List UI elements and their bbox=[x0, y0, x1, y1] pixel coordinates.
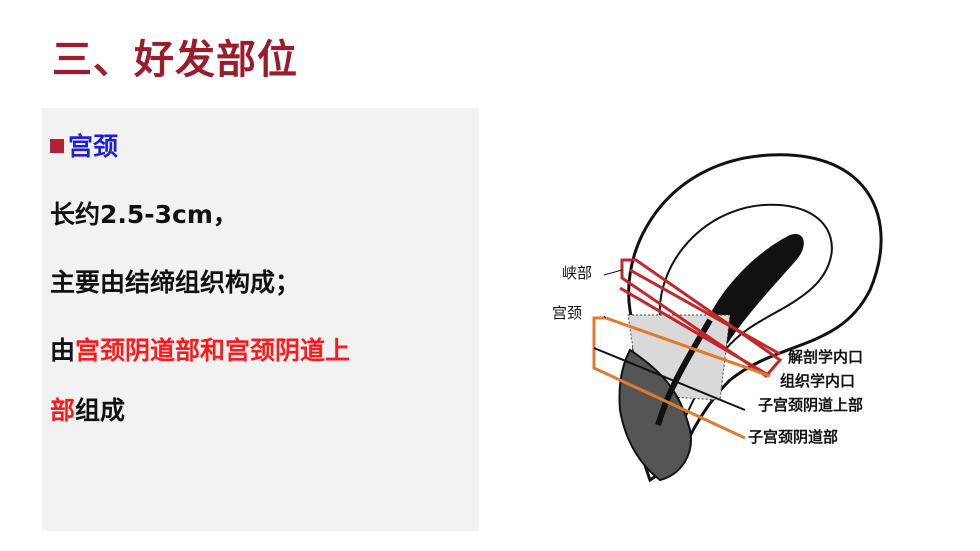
cervix-label: 宫颈 bbox=[552, 304, 582, 322]
slide-title: 三、好发部位 bbox=[52, 37, 298, 83]
cervical-canal bbox=[655, 318, 713, 426]
parts-prefix: 由 bbox=[50, 336, 76, 365]
section-heading: 宫颈 bbox=[50, 130, 118, 164]
isthmus-label: 峡部 bbox=[562, 264, 592, 282]
cervix-box bbox=[592, 316, 746, 440]
heading-text: 宫颈 bbox=[68, 132, 119, 161]
composition-text: 主要由结缔组织构成； bbox=[50, 268, 301, 297]
text-panel bbox=[42, 108, 479, 531]
parts-text-line1: 由宫颈阴道部和宫颈阴道上 bbox=[50, 334, 350, 368]
uterus-diagram: 峡部 宫颈 解剖学内口 组织学内口 子宫颈阴道上部 子宫颈阴道部 bbox=[552, 153, 883, 483]
uterus-outline bbox=[627, 153, 883, 483]
isthmus-box bbox=[620, 258, 783, 378]
supravaginal-label: 子宫颈阴道上部 bbox=[758, 396, 863, 414]
histological-os-label: 组织学内口 bbox=[780, 372, 855, 390]
anatomical-os-label: 解剖学内口 bbox=[788, 348, 863, 366]
parts-highlight-end: 部 bbox=[50, 396, 76, 425]
anatomical-os-line bbox=[629, 268, 781, 356]
parts-highlight: 宫颈阴道部和宫颈阴道上 bbox=[75, 336, 351, 365]
cervix-top-line bbox=[605, 316, 771, 378]
parts-text-line2: 部组成 bbox=[50, 394, 125, 428]
bullet-square-icon bbox=[50, 139, 64, 153]
vaginal-label: 子宫颈阴道部 bbox=[748, 428, 838, 446]
length-text: 长约2.5-3cm， bbox=[50, 200, 238, 229]
cervix-mid-line bbox=[593, 347, 746, 411]
histological-os-line bbox=[619, 286, 771, 378]
parts-suffix: 组成 bbox=[75, 396, 126, 425]
